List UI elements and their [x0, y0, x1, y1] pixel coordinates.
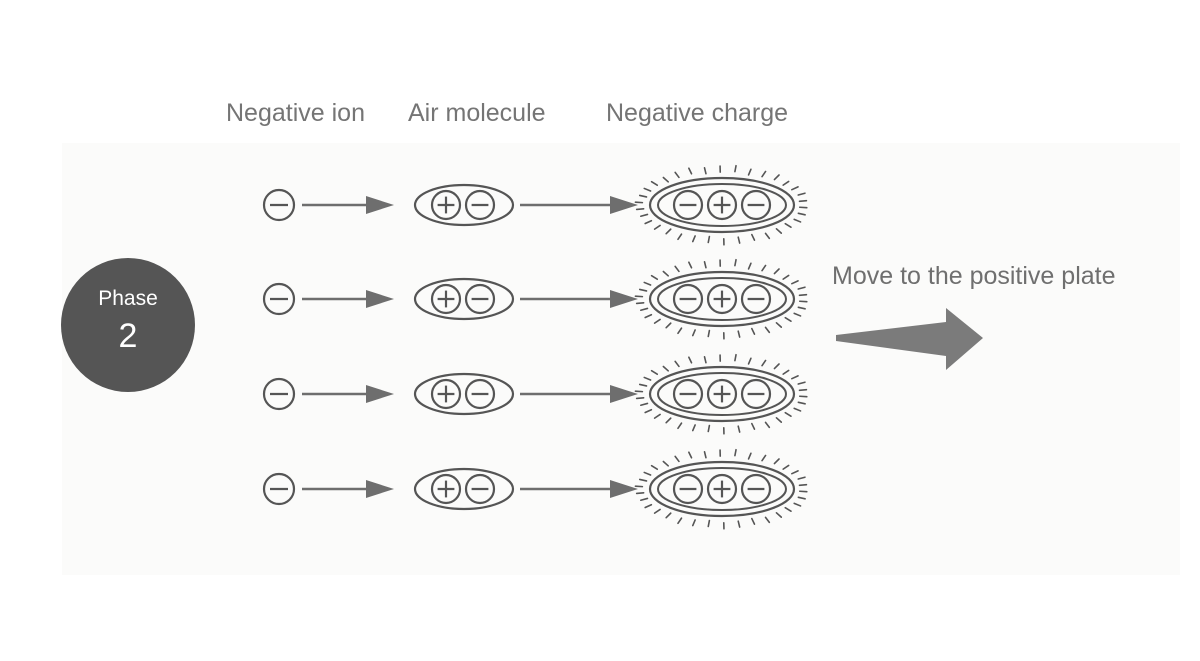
- charge-rays: [634, 448, 808, 530]
- air-molecule: [413, 183, 515, 227]
- air-molecule: [413, 372, 515, 416]
- charge-negative: [740, 283, 772, 315]
- phase-badge: Phase 2: [61, 258, 195, 392]
- molecule-negative: [464, 378, 496, 410]
- arrow-icon: [302, 290, 394, 308]
- phase-label: Phase: [98, 287, 158, 310]
- header-air-molecule: Air molecule: [408, 99, 546, 127]
- charge-negative: [740, 473, 772, 505]
- negative-ion: [262, 188, 296, 222]
- charge-negative: [672, 283, 704, 315]
- charge-rays: [634, 353, 808, 435]
- arrow-icon: [520, 480, 638, 498]
- charge-rays: [634, 258, 808, 340]
- negative-charge-molecule: [634, 164, 808, 246]
- charge-rays: [634, 164, 808, 246]
- charge-negative: [672, 473, 704, 505]
- header-negative-ion: Negative ion: [226, 99, 365, 127]
- diagram-row: [262, 448, 808, 530]
- charge-positive: [706, 473, 738, 505]
- diagram-panel: [62, 143, 1180, 575]
- arrow-icon: [520, 385, 638, 403]
- arrow-icon: [520, 196, 638, 214]
- negative-ion: [262, 377, 296, 411]
- molecule-negative: [464, 189, 496, 221]
- diagram-row: [262, 164, 808, 246]
- negative-charge-molecule: [634, 258, 808, 340]
- negative-charge-molecule: [634, 353, 808, 435]
- charge-negative: [672, 378, 704, 410]
- molecule-positive: [430, 378, 462, 410]
- molecule-positive: [430, 473, 462, 505]
- charge-positive: [706, 189, 738, 221]
- molecule-negative: [464, 283, 496, 315]
- arrow-icon: [302, 385, 394, 403]
- charge-negative: [740, 189, 772, 221]
- big-arrow-icon: [836, 308, 983, 370]
- negative-ion: [262, 282, 296, 316]
- molecule-positive: [430, 189, 462, 221]
- charge-positive: [706, 283, 738, 315]
- molecule-positive: [430, 283, 462, 315]
- charge-negative: [672, 189, 704, 221]
- move-label: Move to the positive plate: [832, 262, 1116, 290]
- phase-number: 2: [118, 317, 138, 355]
- diagram-row: [262, 258, 808, 340]
- arrow-icon: [520, 290, 638, 308]
- negative-charge-molecule: [634, 448, 808, 530]
- molecule-negative: [464, 473, 496, 505]
- air-molecule: [413, 277, 515, 321]
- arrow-icon: [302, 480, 394, 498]
- charge-positive: [706, 378, 738, 410]
- negative-ion: [262, 472, 296, 506]
- charge-negative: [740, 378, 772, 410]
- air-molecule: [413, 467, 515, 511]
- diagram-row: [262, 353, 808, 435]
- arrow-icon: [302, 196, 394, 214]
- header-negative-charge: Negative charge: [606, 99, 789, 127]
